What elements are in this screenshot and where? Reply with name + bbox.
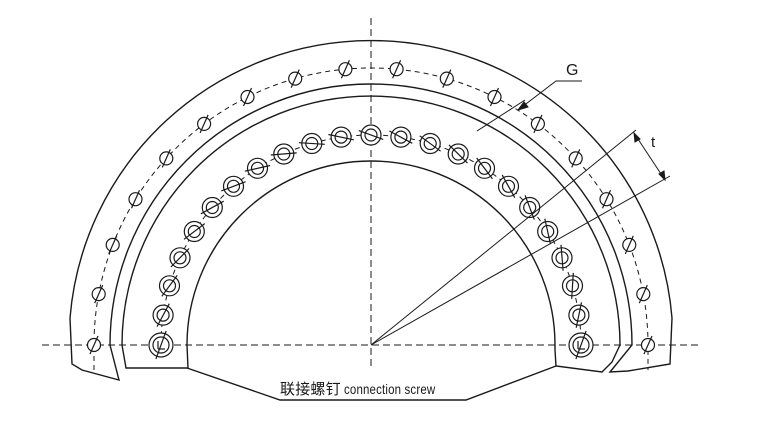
inner-bolt-circle [160,134,582,346]
inner-hole-mark [448,144,468,164]
outer-hole-mark [533,114,543,134]
outer-hole-mark [108,235,118,255]
inner-hole-mark [476,157,493,180]
pitch-dimension-label: t [651,134,656,151]
inner-hole-mark [161,275,178,297]
pitch-line-lower [370,175,671,346]
ring-structure [69,39,673,401]
outer-hole-mark [392,59,402,79]
outer-hole-mark [442,69,452,88]
outer-hole-mark [624,235,634,255]
connection-screw-label-cn: 联接螺钉 [280,381,341,398]
g-hole-extension [476,99,526,132]
pitch-line-upper [370,129,637,346]
connection-screw-label-en: connection screw [343,381,436,397]
inner-hole-mark [389,130,413,144]
outer-hole-mark [130,189,141,209]
inner-hole-mark [156,303,170,327]
inner-hole-mark [155,330,167,360]
outer-hole-mark [242,87,253,107]
inner-hole-row [148,124,594,360]
inner-hole-mark [575,302,583,328]
g-leader-line [517,80,582,111]
outer-hole-mark [643,335,653,355]
outer-hole-mark [571,149,581,168]
outer-hole-mark [161,149,171,168]
inner-hole-mark [183,223,206,240]
inner-hole-mark [358,130,384,140]
inner-hole-mark [170,248,190,268]
outer-hole-mark [94,284,104,304]
pitch-dimension-line [633,132,666,181]
outer-hole-mark [290,69,300,88]
inner-hole-mark [244,164,271,172]
inner-hole-mark [221,181,246,192]
outer-hole-mark [489,87,500,107]
inner-hole-mark [298,142,325,145]
pitch-arrow-upper [633,131,641,143]
inner-hole-mark [571,272,574,299]
outer-hole-row [86,59,656,355]
dimension-annotations [370,80,671,346]
outer-bolt-circle [93,67,649,370]
inner-hole-mark [328,133,354,141]
outer-hole-mark [340,59,350,79]
inner-hole-mark [524,195,535,220]
pitch-arrow-lower [658,170,666,182]
hole-callout-label: G [566,62,579,79]
outer-hole-mark [638,284,648,304]
inner-hole-mark [200,200,224,215]
inner-hole-mark [270,152,297,156]
inner-ring [121,95,621,373]
inner-hole-mark [419,135,441,152]
outer-hole-mark [601,189,612,209]
center-lines [42,18,700,370]
outer-ring [69,39,673,381]
g-leader-arrow [516,101,529,111]
outer-hole-mark [199,114,209,134]
inner-hole-mark [544,218,552,245]
outer-hole-mark [89,335,99,355]
inner-hole-mark [501,174,516,198]
inner-hole-mark [575,330,587,360]
screw-label-outline [186,365,557,401]
inner-hole-mark [560,244,564,271]
